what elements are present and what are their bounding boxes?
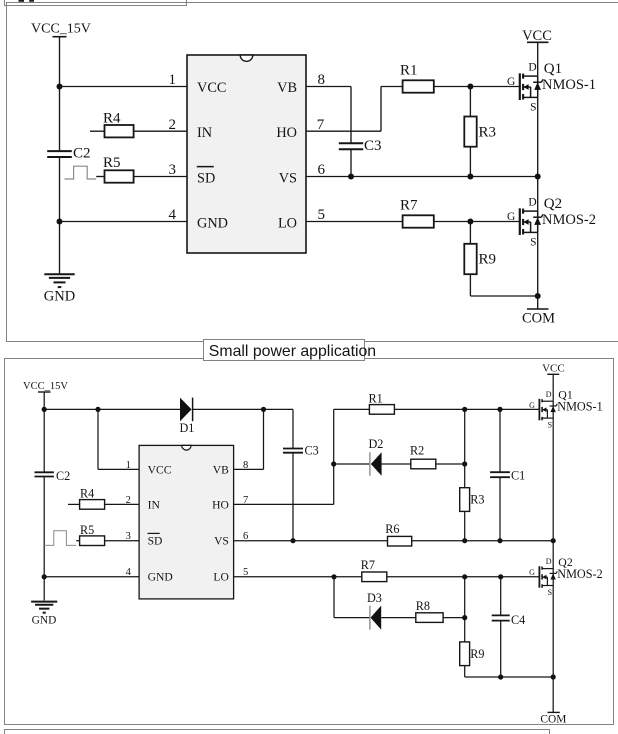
svg-text:S: S (530, 102, 536, 114)
svg-text:1: 1 (126, 460, 131, 471)
svg-text:R3: R3 (479, 124, 497, 140)
svg-text:5: 5 (318, 207, 326, 223)
svg-text:R2: R2 (410, 443, 424, 457)
svg-text:R1: R1 (400, 62, 418, 78)
svg-text:2: 2 (126, 495, 131, 506)
svg-text:HO: HO (276, 125, 297, 141)
svg-text:Q1: Q1 (544, 61, 562, 77)
svg-text:R8: R8 (416, 599, 430, 613)
svg-text:HO: HO (212, 498, 229, 511)
svg-text:4: 4 (126, 567, 132, 578)
svg-text:NMOS-2: NMOS-2 (557, 567, 602, 581)
svg-text:GND: GND (197, 215, 228, 231)
svg-text:C2: C2 (56, 469, 70, 483)
svg-text:G: G (507, 76, 515, 88)
svg-text:COM: COM (540, 713, 566, 725)
svg-text:Q2: Q2 (544, 196, 562, 212)
svg-text:R4: R4 (80, 487, 94, 501)
svg-text:G: G (529, 401, 535, 410)
svg-text:R7: R7 (361, 558, 375, 572)
svg-text:SD: SD (148, 535, 163, 548)
svg-text:NMOS-1: NMOS-1 (557, 400, 602, 414)
svg-text:3: 3 (126, 531, 131, 542)
svg-text:COM: COM (522, 310, 555, 326)
svg-text:GND: GND (148, 571, 173, 584)
svg-text:VB: VB (213, 463, 229, 476)
svg-text:6: 6 (243, 531, 248, 542)
svg-text:D1: D1 (180, 421, 195, 435)
svg-text:VCC: VCC (148, 463, 172, 476)
svg-text:7: 7 (317, 117, 325, 133)
svg-text:D2: D2 (369, 437, 384, 451)
svg-text:VB: VB (277, 80, 297, 96)
svg-text:4: 4 (169, 207, 177, 223)
svg-text:C4: C4 (511, 613, 525, 627)
svg-text:VS: VS (279, 170, 297, 186)
svg-text:IN: IN (148, 498, 161, 511)
svg-text:D: D (528, 197, 536, 209)
svg-text:D: D (528, 62, 536, 74)
svg-text:S: S (548, 420, 552, 429)
svg-text:R5: R5 (103, 155, 121, 171)
svg-text:8: 8 (243, 460, 248, 471)
svg-text:Small power application: Small power application (209, 343, 376, 360)
svg-text:GND: GND (32, 615, 57, 627)
svg-text:S: S (530, 237, 536, 249)
svg-text:2: 2 (169, 117, 177, 133)
svg-text:VCC: VCC (197, 80, 226, 96)
svg-text:S: S (548, 588, 552, 597)
svg-text:NMOS-1: NMOS-1 (542, 77, 596, 93)
svg-text:R6: R6 (385, 522, 399, 536)
svg-text:C3: C3 (305, 444, 319, 458)
svg-text:SD: SD (197, 170, 215, 186)
svg-text:R4: R4 (103, 110, 121, 126)
svg-text:LO: LO (213, 571, 228, 584)
svg-text:7: 7 (243, 495, 248, 506)
svg-text:6: 6 (318, 162, 326, 178)
svg-text:G: G (507, 211, 515, 223)
svg-text:C3: C3 (364, 138, 382, 154)
svg-text:C1: C1 (511, 469, 525, 483)
svg-text:1: 1 (169, 72, 177, 88)
svg-text:Q1: Q1 (558, 388, 573, 402)
svg-text:8: 8 (318, 72, 326, 88)
svg-text:R3: R3 (470, 492, 484, 506)
svg-text:R9: R9 (470, 647, 484, 661)
svg-text:D3: D3 (367, 591, 382, 605)
svg-text:R5: R5 (80, 523, 94, 537)
svg-text:R9: R9 (479, 252, 497, 268)
svg-text:R7: R7 (400, 198, 418, 214)
svg-text:C2: C2 (73, 145, 91, 161)
svg-text:VCC: VCC (542, 362, 565, 374)
svg-text:D: D (546, 390, 552, 399)
svg-text:3: 3 (169, 162, 177, 178)
svg-text:IN: IN (197, 125, 212, 141)
svg-text:NMOS-2: NMOS-2 (542, 212, 596, 228)
svg-text:VCC: VCC (522, 28, 552, 44)
svg-text:R1: R1 (369, 392, 383, 406)
svg-text:5: 5 (243, 567, 248, 578)
svg-text:D: D (546, 557, 552, 566)
svg-text:VCC_15V: VCC_15V (31, 21, 91, 36)
svg-text:Q2: Q2 (558, 555, 573, 569)
svg-text:LO: LO (278, 215, 297, 231)
svg-text:GND: GND (44, 289, 75, 305)
svg-text:VCC_15V: VCC_15V (23, 381, 68, 392)
svg-text:VS: VS (214, 535, 229, 548)
svg-text:G: G (529, 568, 535, 577)
